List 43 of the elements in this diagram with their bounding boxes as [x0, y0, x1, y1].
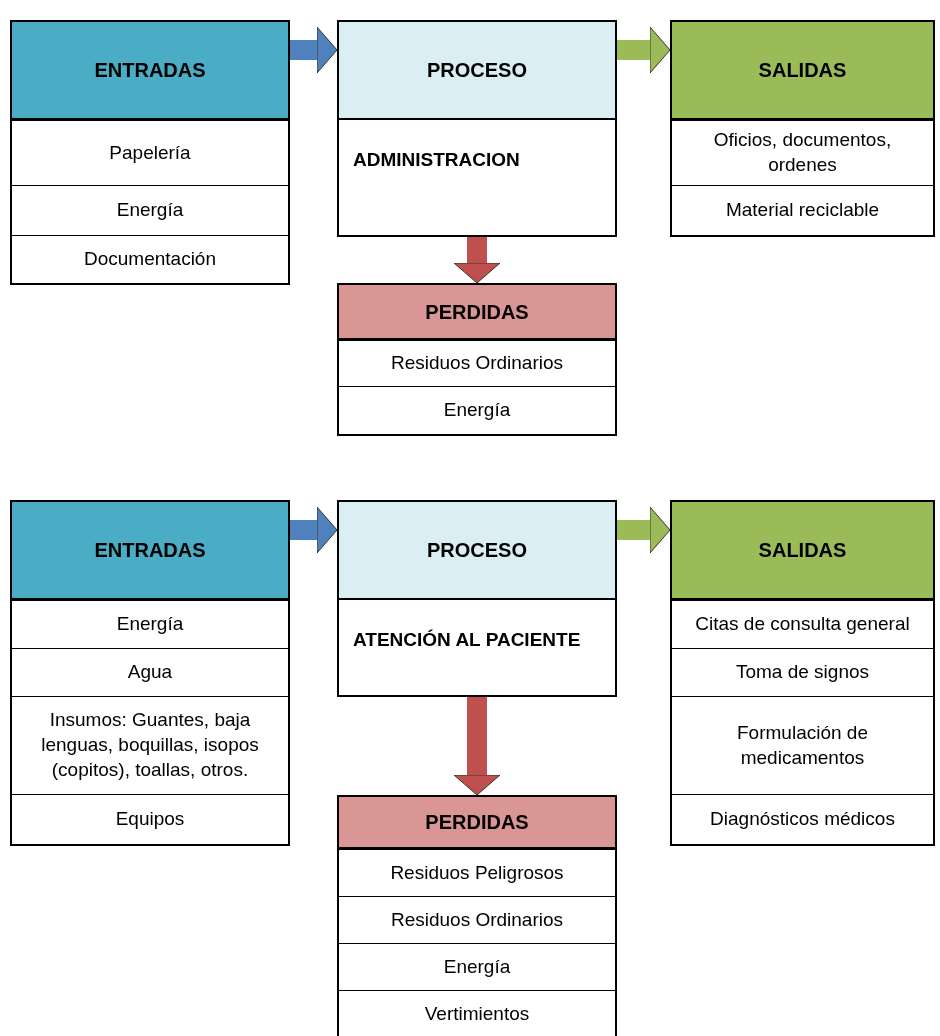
header-cell: PROCESO — [339, 502, 615, 600]
table-block — [337, 500, 617, 697]
header-cell: SALIDAS — [672, 22, 933, 120]
table-block — [337, 795, 617, 1036]
process-cell-text: ATENCIÓN AL PACIENTE — [352, 628, 582, 652]
block-arrow — [617, 26, 671, 74]
header-cell: PERDIDAS — [339, 797, 615, 849]
table-cell: Oficios, documentos, ordenes — [672, 120, 933, 185]
header-cell: PERDIDAS — [339, 285, 615, 340]
table-cell: Energía — [12, 185, 288, 235]
table-block — [10, 500, 290, 846]
table-cell: Papelería — [12, 120, 288, 185]
table-block — [337, 20, 617, 237]
table-cell: Energía — [12, 600, 288, 648]
table-cell: Residuos Ordinarios — [339, 896, 615, 943]
table-cell: Vertimientos — [339, 990, 615, 1036]
table-cell: Diagnósticos médicos — [672, 794, 933, 844]
table-cell: Equipos — [12, 794, 288, 844]
header-cell: PROCESO — [339, 22, 615, 120]
process-cell-text: ADMINISTRACION — [352, 148, 521, 172]
table-cell: Material reciclable — [672, 185, 933, 235]
table-cell: Toma de signos — [672, 648, 933, 696]
table-cell: Energía — [339, 386, 615, 434]
header-cell: SALIDAS — [672, 502, 933, 600]
table-cell: Energía — [339, 943, 615, 990]
table-block — [670, 500, 935, 846]
table-cell: Documentación — [12, 235, 288, 283]
table-cell: Residuos Peligrosos — [339, 849, 615, 896]
block-arrow — [290, 506, 338, 554]
table-cell: Insumos: Guantes, baja lenguas, boquillas, isopos (copitos), toallas, otros. — [12, 696, 288, 794]
table-block — [670, 20, 935, 237]
table-cell: Residuos Ordinarios — [339, 340, 615, 386]
block-arrow — [290, 26, 338, 74]
block-arrow — [453, 235, 501, 284]
table-cell: Formulación de medicamentos — [672, 696, 933, 794]
table-cell: Agua — [12, 648, 288, 696]
table-cell: Citas de consulta general — [672, 600, 933, 648]
block-arrow — [617, 506, 671, 554]
header-cell: ENTRADAS — [12, 502, 288, 600]
header-cell: ENTRADAS — [12, 22, 288, 120]
block-arrow — [453, 695, 501, 796]
table-block — [10, 20, 290, 285]
table-block — [337, 283, 617, 436]
